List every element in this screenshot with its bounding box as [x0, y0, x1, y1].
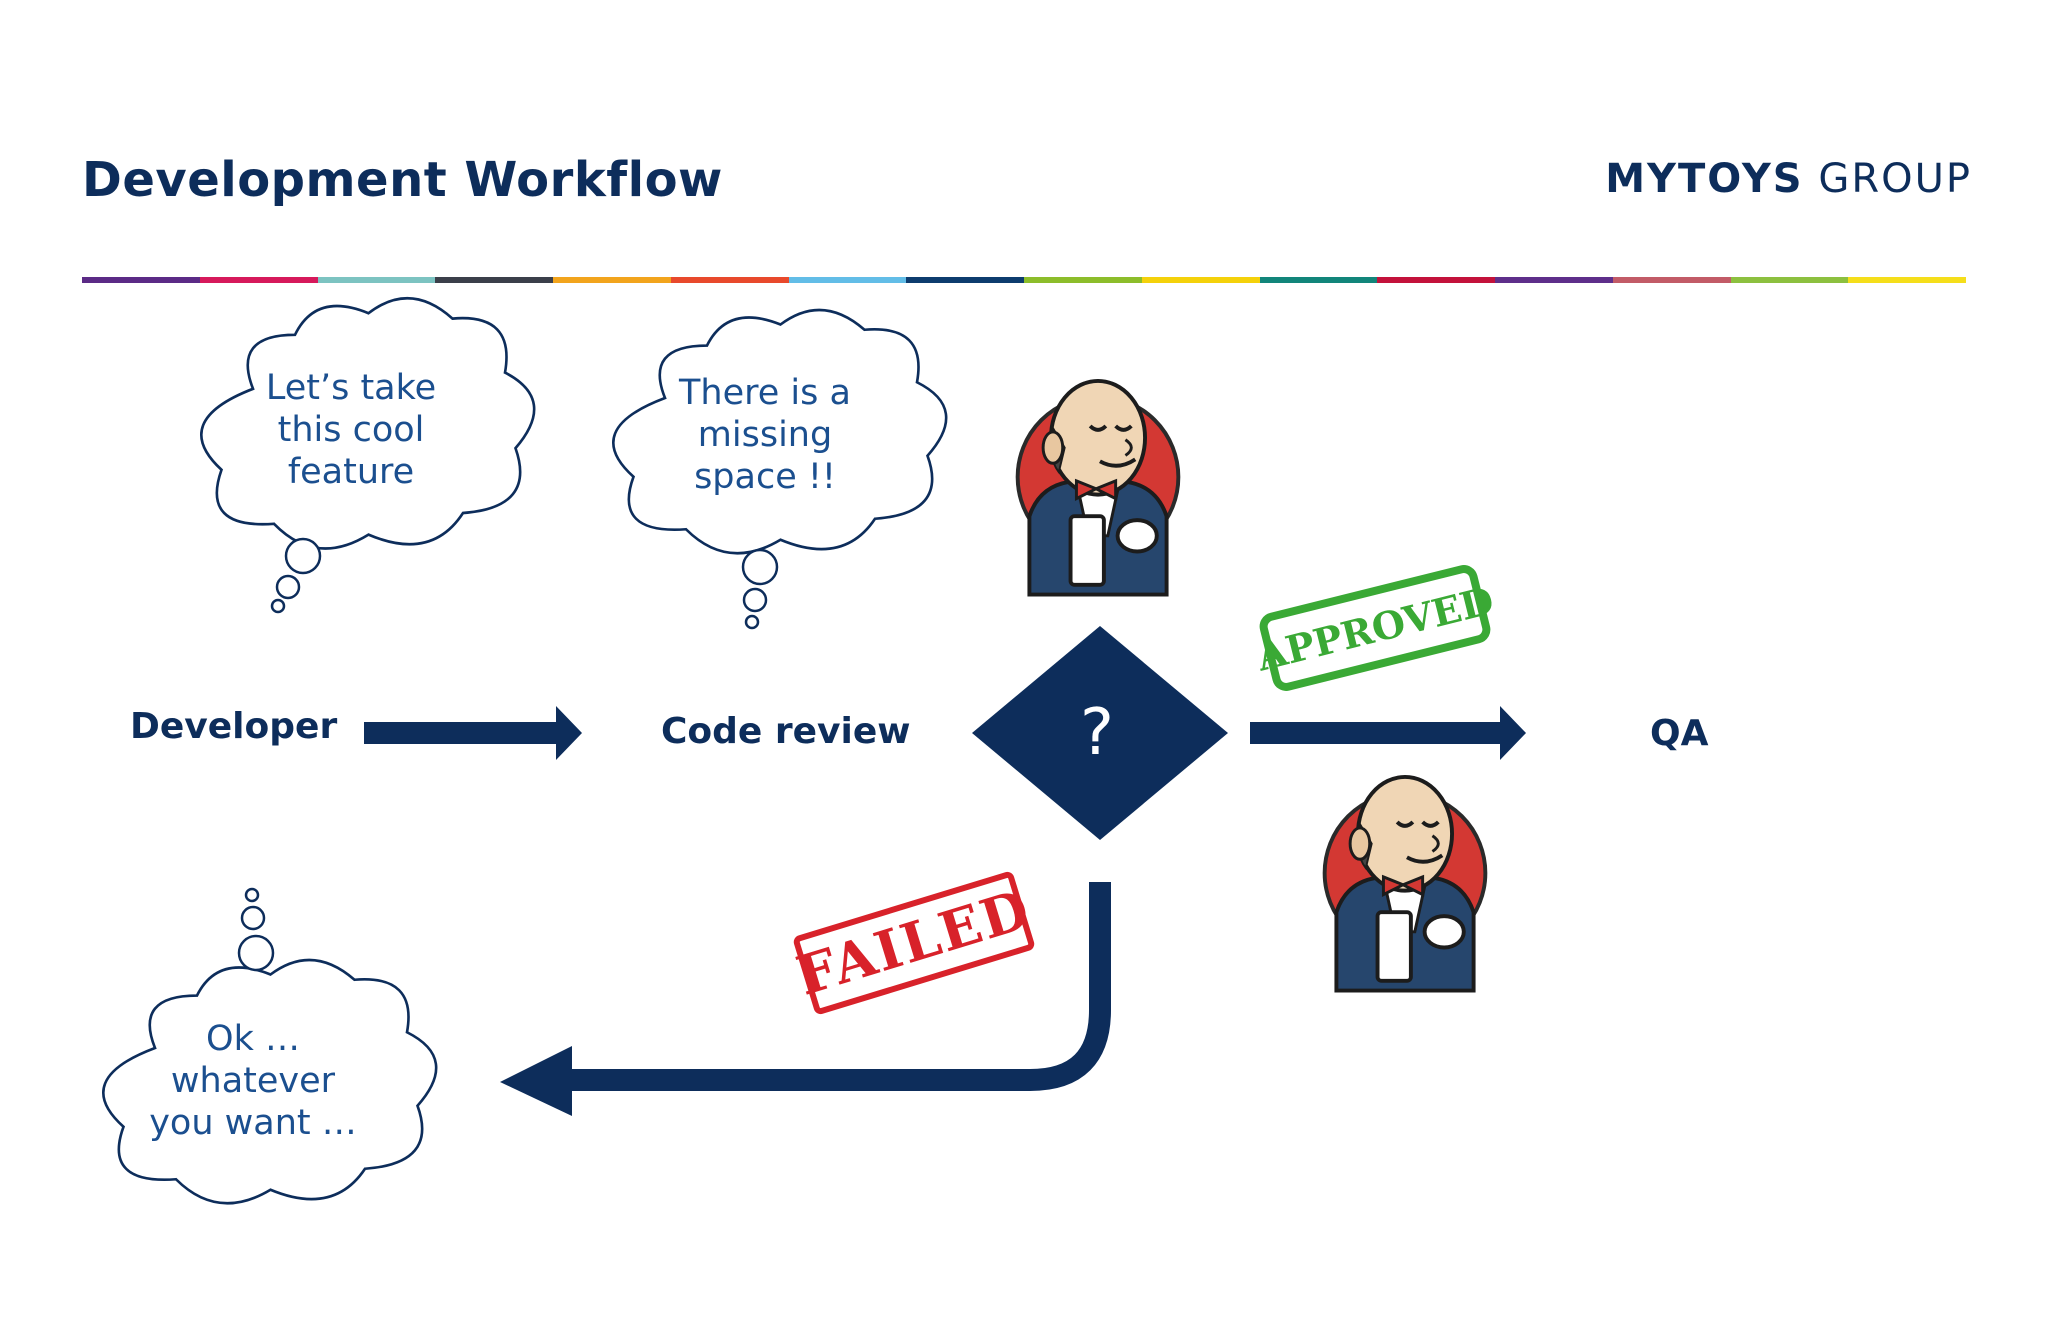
failed-stamp: FAILED	[789, 871, 1038, 1015]
thought-line: whatever	[170, 1061, 336, 1101]
stripe-segment	[82, 277, 200, 283]
stripe-segment	[1495, 277, 1613, 283]
stripe-segment	[553, 277, 671, 283]
logo-bold-text: MYTOYS	[1605, 156, 1804, 202]
thought-bubble-dot	[244, 887, 260, 903]
thought-line: you want …	[149, 1103, 357, 1143]
thought-line: Let’s take	[265, 368, 437, 408]
thought-line: There is a	[679, 373, 851, 413]
logo-light-text: GROUP	[1818, 156, 1972, 202]
thought-bubble-dot	[284, 537, 322, 575]
stripe-segment	[435, 277, 553, 283]
failed-stamp-text: FAILED	[789, 876, 1038, 1007]
thought-bubble-dot	[240, 905, 266, 931]
slide-title: Development Workflow	[82, 152, 723, 208]
decision-diamond	[972, 626, 1228, 840]
arrow-to-qa	[1250, 706, 1526, 760]
thought-bubble-dot	[270, 598, 286, 614]
stripe-segment	[1848, 277, 1966, 283]
node-developer: Developer	[130, 706, 338, 747]
thought-line: feature	[287, 452, 415, 492]
thought-line: space !!	[694, 457, 836, 497]
thought-line: missing	[697, 415, 833, 455]
return-arrow-head	[500, 1046, 572, 1116]
stripe-segment	[1377, 277, 1495, 283]
thought-line: Ok …	[206, 1019, 300, 1059]
thought-bubble-dot	[742, 587, 768, 613]
stripe-segment	[1730, 277, 1849, 283]
stripe-segment	[788, 277, 907, 283]
thought-bubble-dot	[275, 574, 301, 600]
thought-bubble-dot	[237, 934, 275, 972]
thought-line: this cool	[277, 410, 425, 450]
approved-stamp: APPROVED	[1251, 565, 1498, 691]
stripe-segment	[1024, 277, 1142, 283]
thought-developer-text: Let’s take this cool feature	[236, 367, 466, 493]
company-logo: MYTOYS GROUP	[1605, 156, 1972, 202]
thought-reply-text: Ok … whatever you want …	[138, 1018, 368, 1144]
thought-bubble-dot	[744, 614, 760, 630]
stripe-segment	[1612, 277, 1731, 283]
stripe-segment	[906, 277, 1024, 283]
thought-bubble-dot	[741, 548, 779, 586]
stripe-segment	[1259, 277, 1378, 283]
jenkins-butler-icon	[1015, 378, 1181, 597]
color-stripe	[82, 277, 1966, 283]
stripe-segment	[670, 277, 789, 283]
arrow-to-code-review	[364, 706, 582, 760]
decision-question-mark: ?	[1080, 696, 1114, 770]
stripe-segment	[1141, 277, 1260, 283]
node-code-review: Code review	[661, 711, 911, 752]
stripe-segment	[199, 277, 318, 283]
jenkins-butler-icon	[1322, 775, 1488, 993]
return-arrow-path	[570, 882, 1111, 1091]
thought-reviewer-text: There is a missing space !!	[650, 372, 880, 498]
node-qa: QA	[1650, 713, 1709, 754]
stripe-segment	[317, 277, 436, 283]
